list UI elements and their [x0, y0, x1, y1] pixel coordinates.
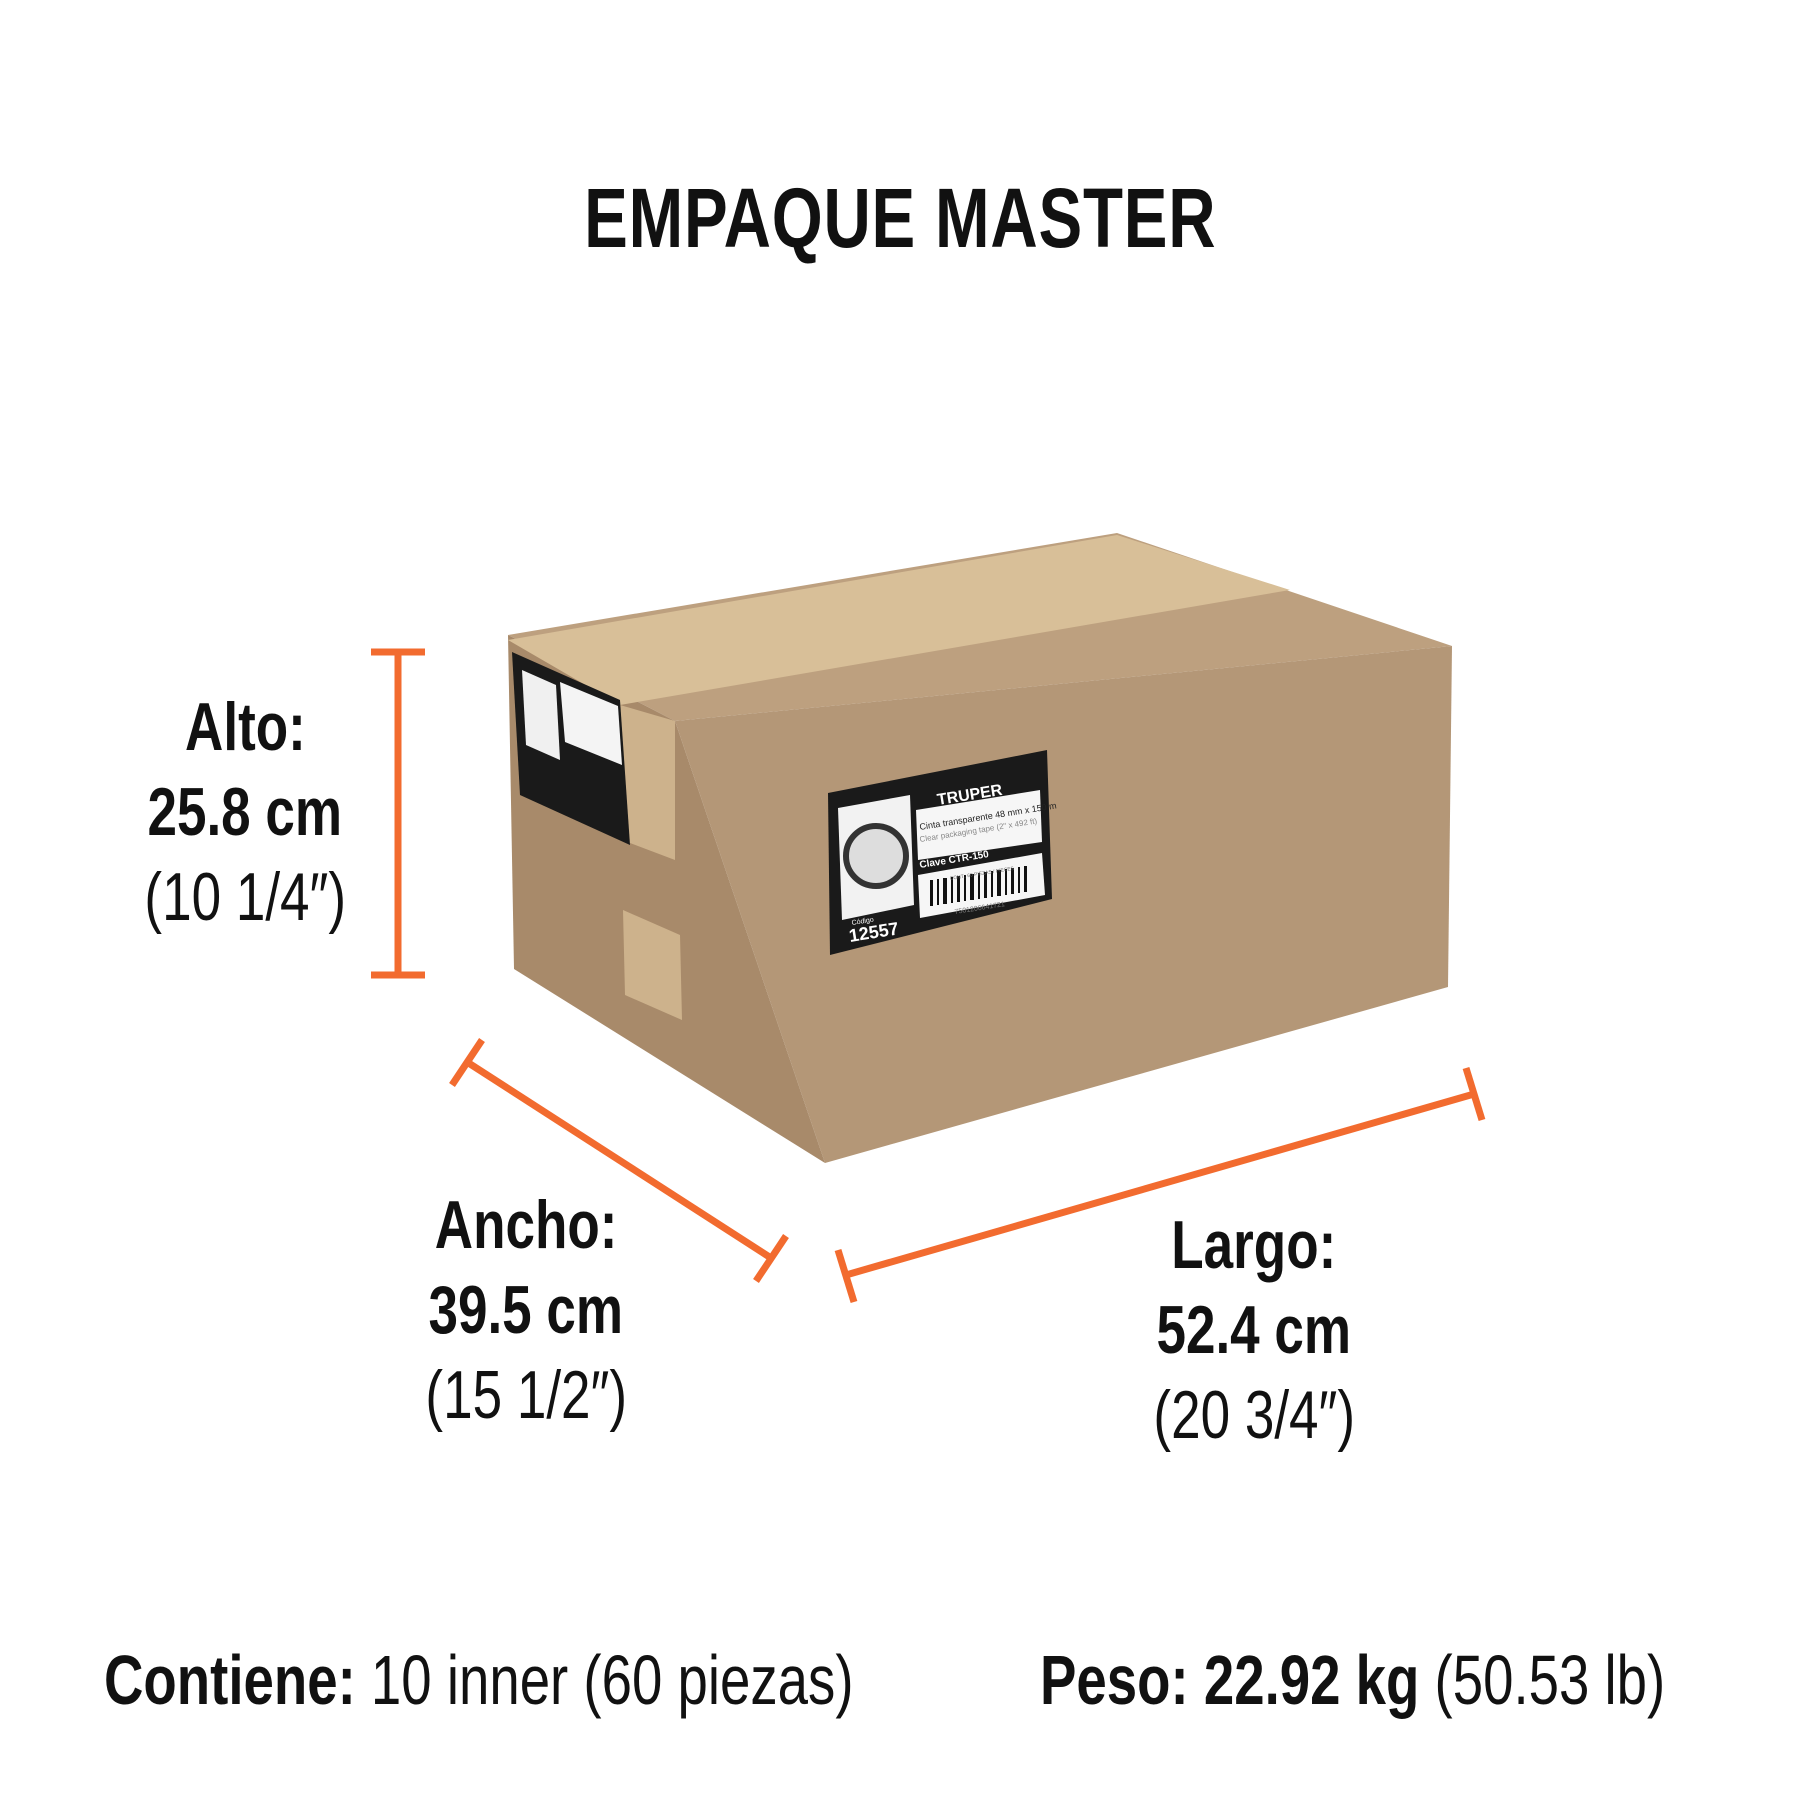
box-front-face	[675, 646, 1452, 1163]
weight-label: Peso:	[1040, 1641, 1189, 1719]
ancho-label: Ancho:	[434, 1187, 618, 1263]
largo-imperial: (20 3/4″)	[1153, 1377, 1355, 1453]
contents-info: Contiene: 10 inner (60 piezas)	[104, 1640, 1065, 1720]
label-codigo-caption: Código	[851, 917, 874, 927]
weight-kg: 22.92 kg	[1203, 1641, 1420, 1719]
tape-top	[508, 535, 1290, 705]
alto-line	[371, 648, 425, 979]
largo-line	[834, 1066, 1486, 1304]
front-label: TRUPER Cinta transparente 48 mm x 150 m …	[828, 750, 1057, 955]
largo-label: Largo:	[1171, 1207, 1337, 1283]
alto-imperial: (10 1/4″)	[144, 859, 346, 935]
ancho-line	[449, 1038, 789, 1283]
side-label	[512, 652, 630, 845]
dimension-lines	[371, 648, 1486, 1304]
largo-metric: 52.4 cm	[1156, 1292, 1352, 1368]
alto-dimension: Alto: 25.8 cm (10 1/4″)	[45, 685, 445, 940]
ancho-metric: 39.5 cm	[428, 1272, 624, 1348]
weight-info: Peso: 22.92 kg (50.53 lb)	[1040, 1640, 1800, 1720]
largo-dimension: Largo: 52.4 cm (20 3/4″)	[1054, 1203, 1454, 1458]
ancho-dimension: Ancho: 39.5 cm (15 1/2″)	[326, 1183, 726, 1438]
barcode	[930, 866, 1027, 906]
tape-side-bottom	[623, 910, 682, 1020]
contents-label: Contiene:	[104, 1641, 356, 1719]
contents-value: 10 inner (60 piezas)	[370, 1641, 854, 1719]
tape-side	[620, 705, 675, 860]
alto-metric: 25.8 cm	[147, 774, 343, 850]
alto-label: Alto:	[184, 689, 306, 765]
page-title: EMPAQUE MASTER	[583, 171, 1217, 265]
ancho-imperial: (15 1/2″)	[425, 1357, 627, 1433]
weight-lb: (50.53 lb)	[1434, 1641, 1666, 1719]
